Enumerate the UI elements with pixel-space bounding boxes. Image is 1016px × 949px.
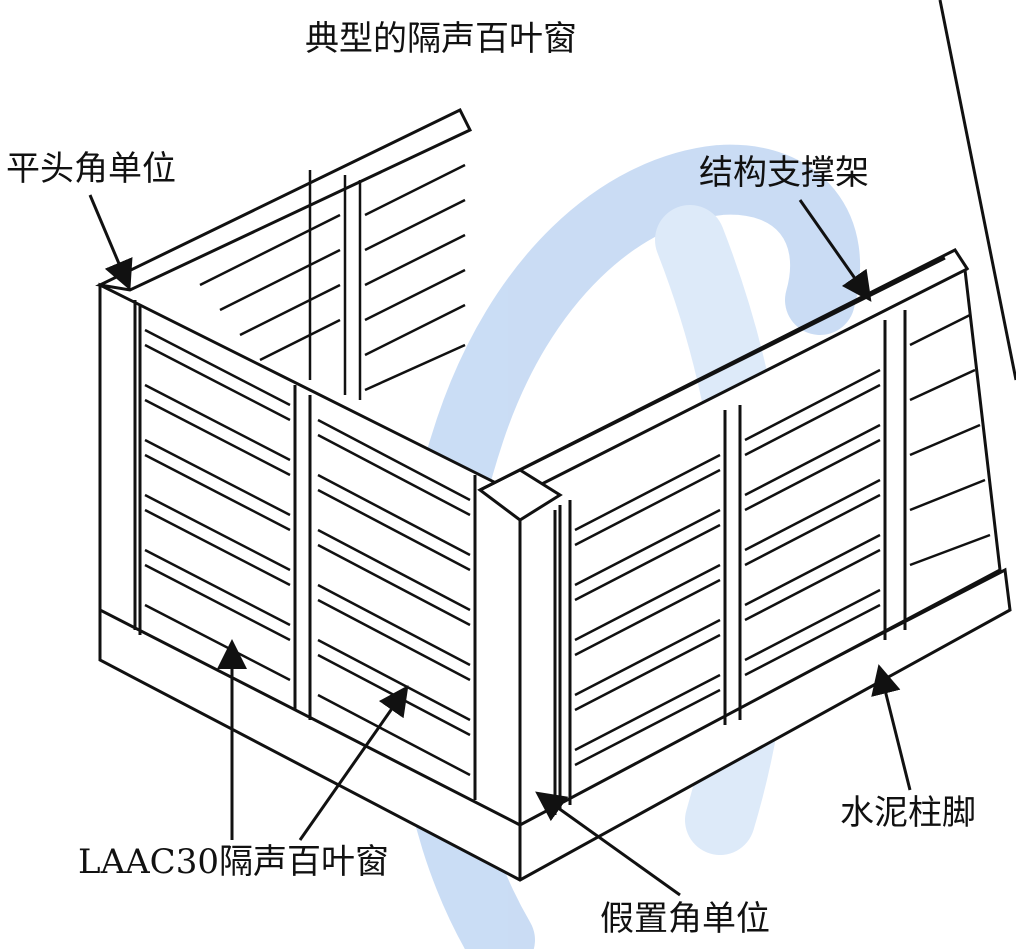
boundary-line [938, 0, 1016, 381]
concrete-base-label: 水泥柱脚 [840, 793, 976, 833]
frame-leader [798, 199, 872, 302]
right-top-rail [479, 248, 970, 492]
structural-frame-label: 结构支撑架 [699, 153, 869, 193]
flat-corner-leader [88, 194, 133, 291]
right-wall-blades [574, 313, 991, 767]
dummy-corner-unit-label: 假置角单位 [600, 899, 770, 939]
back-louver-wall [199, 163, 466, 400]
panel-leader-2 [298, 685, 409, 841]
leader-lines [88, 194, 912, 897]
diagram-title: 典型的隔声百叶窗 [305, 19, 577, 59]
dummy-corner-leader [535, 791, 681, 897]
base-leader [871, 664, 912, 791]
left-wall-blades [144, 328, 471, 777]
flat-corner-unit-label: 平头角单位 [6, 149, 176, 189]
laac30-panel-label: LAAC30隔声百叶窗 [78, 842, 389, 882]
